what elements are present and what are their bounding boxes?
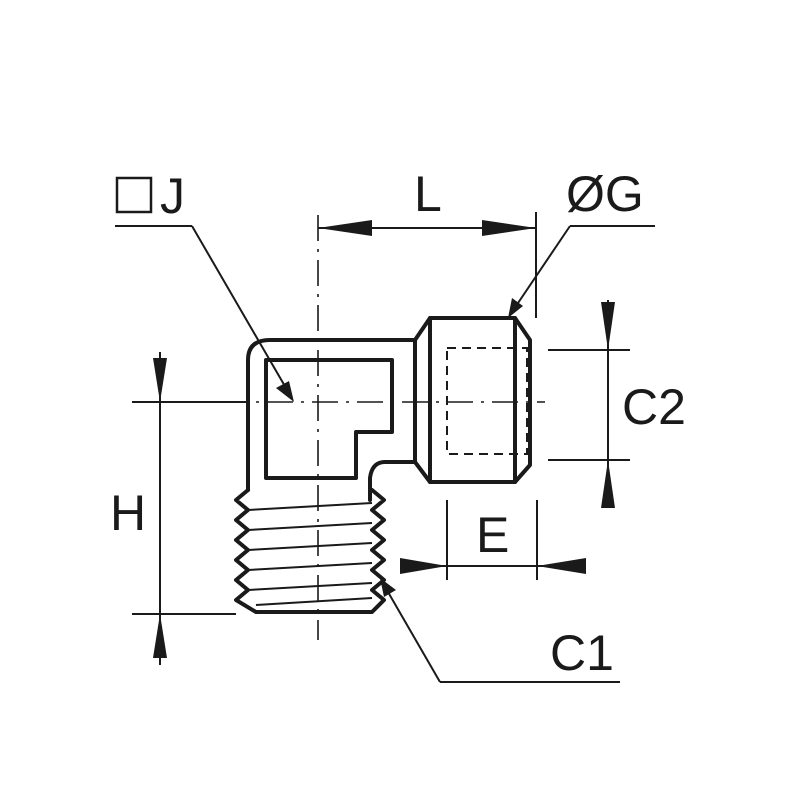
dimension-c2	[548, 300, 630, 508]
label-g: ØG	[566, 166, 644, 222]
label-e: E	[476, 507, 509, 563]
label-h: H	[110, 485, 146, 541]
hidden-port-bore	[446, 347, 528, 455]
leader-j	[115, 225, 294, 402]
leader-g	[508, 225, 655, 318]
label-c2: C2	[622, 379, 686, 435]
square-symbol-icon	[115, 176, 153, 214]
dimension-l	[318, 212, 537, 318]
leader-c1	[380, 578, 620, 683]
male-thread	[234, 488, 386, 614]
fitting-body	[246, 316, 532, 502]
dimension-h	[132, 352, 248, 665]
label-c1: C1	[550, 625, 614, 681]
dimension-e	[400, 500, 586, 580]
label-l: L	[414, 166, 442, 222]
label-j: J	[160, 168, 185, 224]
